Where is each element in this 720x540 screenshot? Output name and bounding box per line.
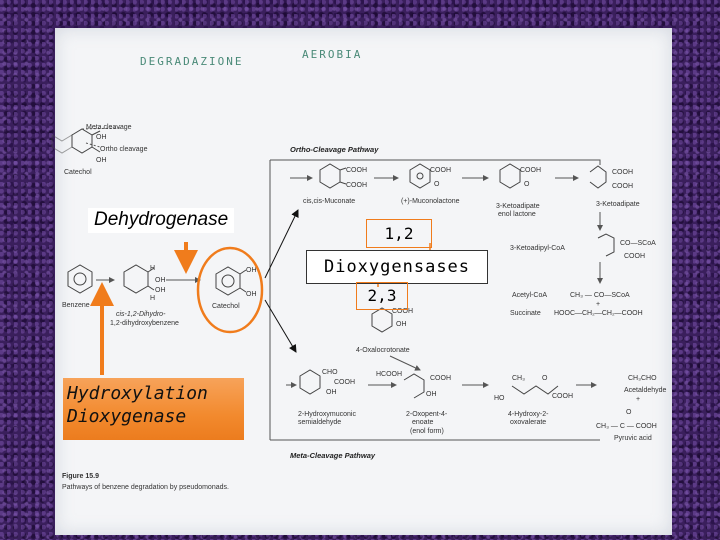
svg-text:COOH: COOH	[430, 167, 451, 174]
svg-text:COOH: COOH	[624, 253, 645, 260]
acetyl-label: Acetyl-CoA	[512, 292, 547, 299]
heading-word-1: DEGRADAZIONE	[140, 55, 243, 68]
svg-text:CH₃ — CO—SCoA: CH₃ — CO—SCoA	[570, 292, 630, 299]
succinate-label: Succinate	[510, 310, 541, 317]
svg-text:OH: OH	[155, 277, 166, 284]
muconate-label: cis,cis-Muconate	[303, 198, 355, 205]
svg-text:CO—SCoA: CO—SCoA	[620, 240, 656, 247]
catechol-structure	[51, 127, 121, 154]
svg-text:+: +	[596, 301, 600, 308]
svg-text:COOH: COOH	[612, 169, 633, 176]
svg-text:OH: OH	[96, 134, 107, 141]
caption-title: Figure 15.9	[62, 473, 99, 480]
muconate-structure	[319, 163, 347, 189]
svg-text:HCOOH: HCOOH	[376, 371, 402, 378]
svg-text:OH: OH	[396, 321, 407, 328]
hydroxymuconic-label-2: semialdehyde	[298, 419, 341, 426]
svg-text:OH: OH	[326, 389, 337, 396]
svg-text:H: H	[150, 295, 155, 302]
dehydrogenase-label: Dehydrogenase	[88, 208, 235, 233]
arrow-to-meta	[264, 299, 297, 353]
svg-text:+: +	[636, 396, 640, 403]
ketoadipate-structure	[589, 165, 607, 189]
catechol-highlight-circle	[196, 246, 264, 334]
hydroxymuconic-label-1: 2-Hydroxymuconic	[298, 411, 356, 418]
ortho-cleavage-label: Ortho cleavage	[100, 146, 148, 153]
oxopentenoate-label-3: (enol form)	[410, 428, 444, 435]
svg-text:CH₃CHO: CH₃CHO	[628, 375, 657, 382]
catechol-middle-structure	[215, 266, 247, 296]
svg-text:COOH: COOH	[346, 167, 367, 174]
catechol-label-top: Catechol	[64, 169, 92, 176]
oxopentenoate-structure	[403, 373, 425, 399]
svg-text:CHO: CHO	[322, 369, 338, 376]
pyruvic-label: Pyruvic acid	[614, 435, 652, 442]
svg-text:CH₃: CH₃	[512, 375, 525, 382]
svg-text:HO: HO	[494, 395, 505, 402]
svg-text:O: O	[626, 409, 632, 416]
arrow-to-ortho	[264, 209, 299, 279]
svg-text:COOH: COOH	[392, 308, 413, 315]
ketoadipate-label: 3-Ketoadipate	[596, 201, 640, 208]
ketoadipate-lactone-structure	[499, 163, 521, 189]
meta-pathway-title: Meta-Cleavage Pathway	[290, 451, 376, 460]
acetaldehyde-label: Acetaldehyde	[624, 387, 667, 394]
oxalocrotonate-label: 4-Oxalocrotonate	[356, 347, 410, 354]
ketoadipyl-label: 3-Ketoadipyl-CoA	[510, 245, 565, 252]
hydroxy-oxovalerate-label-1: 4-Hydroxy-2-	[508, 411, 549, 418]
svg-text:H: H	[150, 265, 155, 272]
muconolactone-label: (+)-Muconolactone	[401, 198, 460, 205]
dioxygenase-label: Dioxygenase	[67, 406, 187, 427]
catechol-label-middle: Catechol	[212, 303, 240, 310]
svg-text:O: O	[434, 181, 440, 188]
svg-text:OH: OH	[96, 157, 107, 164]
position-12-label: 1,2	[366, 219, 432, 248]
svg-text:OH: OH	[246, 267, 257, 274]
ortho-pathway-title: Ortho-Cleavage Pathway	[290, 145, 379, 154]
svg-text:OH: OH	[426, 391, 437, 398]
hydroxylation-dioxygenase-box: Hydroxylation Dioxygenase	[63, 378, 244, 440]
dihydrodiol-label-2: 1,2-dihydroxybenzene	[110, 320, 179, 327]
oxopentenoate-label-1: 2-Oxopent-4-	[406, 411, 448, 418]
svg-text:COOH: COOH	[552, 393, 573, 400]
heading-word-2: AEROBIA	[302, 48, 362, 61]
svg-text:OH: OH	[246, 291, 257, 298]
svg-text:COOH: COOH	[612, 183, 633, 190]
svg-text:COOH: COOH	[346, 182, 367, 189]
svg-text:O: O	[542, 375, 548, 382]
svg-text:COOH: COOH	[520, 167, 541, 174]
benzene-label: Benzene	[62, 302, 90, 309]
svg-text:CH₃ — C — COOH: CH₃ — C — COOH	[596, 423, 657, 430]
caption-text: Pathways of benzene degradation by pseud…	[62, 484, 229, 491]
muconolactone-structure	[409, 163, 431, 189]
hydroxylation-label: Hydroxylation	[67, 383, 208, 404]
svg-text:HOOC—CH₂—CH₂—COOH: HOOC—CH₂—CH₂—COOH	[554, 310, 643, 317]
dihydrodiol-structure	[123, 264, 155, 294]
svg-text:COOH: COOH	[334, 379, 355, 386]
position-23-label: 2,3	[356, 282, 408, 310]
hydroxymuconic-structure	[299, 369, 321, 395]
dihydrodiol-label-1: cis-1,2-Dihydro-	[116, 311, 166, 318]
svg-text:O: O	[524, 181, 530, 188]
ketoadipate-lactone-label-2: enol lactone	[498, 211, 536, 218]
dioxygenases-label: Dioxygensases	[306, 250, 488, 284]
hydroxy-oxovalerate-label-2: oxovalerate	[510, 419, 546, 426]
benzene-structure	[67, 264, 93, 294]
oxopentenoate-label-2: enoate	[412, 419, 434, 426]
svg-text:COOH: COOH	[430, 375, 451, 382]
oxalocrotonate-structure	[371, 307, 393, 333]
meta-cleavage-label: Meta cleavage	[86, 124, 132, 131]
svg-text:OH: OH	[155, 287, 166, 294]
ketoadipate-lactone-label-1: 3-Ketoadipate	[496, 203, 540, 210]
